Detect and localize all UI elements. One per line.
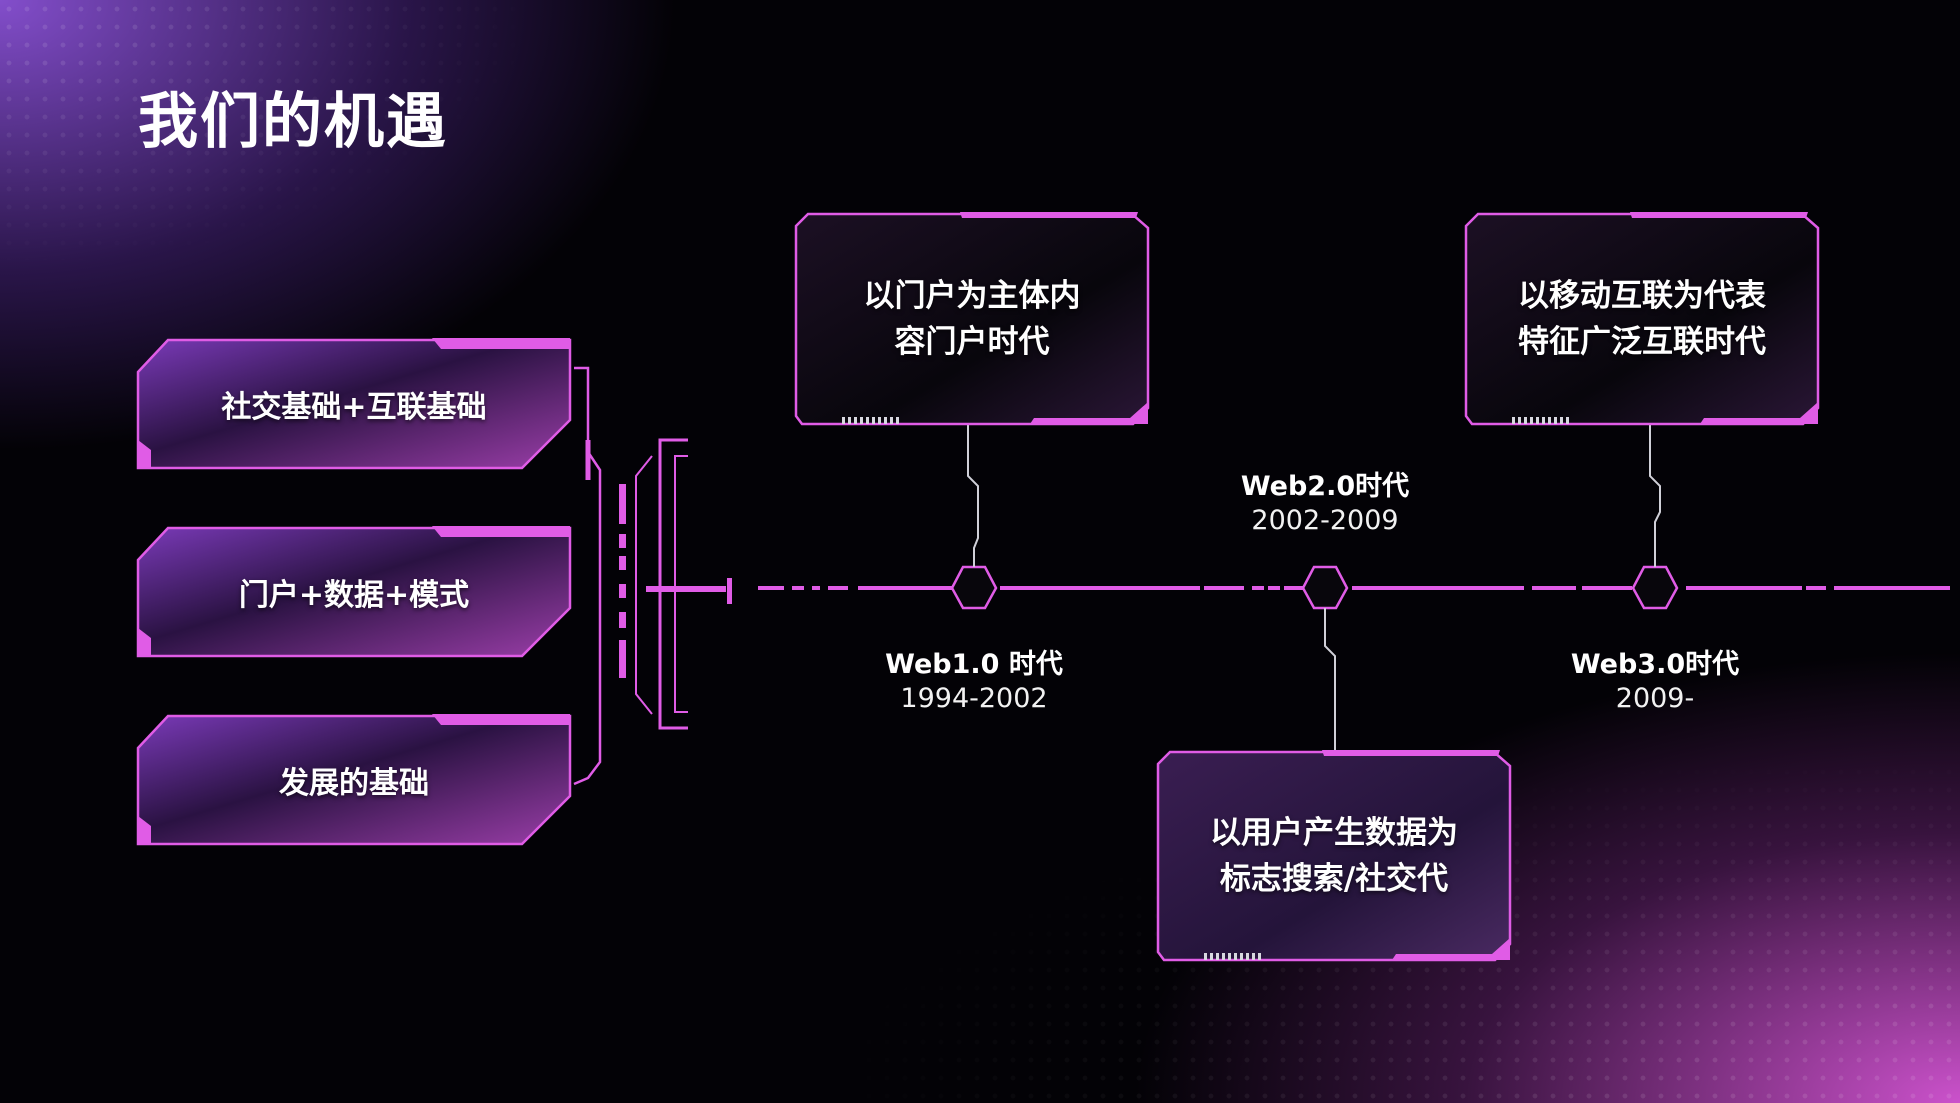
era-name: Web3.0时代 [1570,649,1740,680]
era-card-text-web3: 以移动互联为代表 特征广泛互联时代 [1466,214,1818,424]
era-desc-line: 特征广泛互联时代 [1518,324,1766,360]
left-card-3 [136,714,572,846]
left-card-label-1: 社交基础+互联基础 [221,390,487,425]
leader-lines [967,424,1661,752]
era-node-web1 [950,565,998,610]
era-card-web1 [794,212,1150,426]
era-years: 2009- [1615,683,1695,714]
era-years: 1994-2002 [900,683,1048,714]
era-years: 2002-2009 [1251,505,1399,536]
era-name: Web1.0 时代 [885,649,1063,680]
left-card-label-3: 发展的基础 [279,766,429,801]
era-card-text-web1: 以门户为主体内 容门户时代 [796,214,1148,424]
era-card-text-web2: 以用户产生数据为 标志搜索/社交代 [1158,752,1510,960]
connector-motif [619,438,732,730]
era-label-web2: Web2.0时代 2002-2009 [1205,470,1445,538]
era-desc-line: 标志搜索/社交代 [1219,861,1449,897]
left-card-label-2: 门户+数据+模式 [238,578,470,613]
left-card-2 [136,526,572,658]
era-desc-line: 容门户时代 [894,324,1050,360]
era-desc-line: 以移动互联为代表 [1518,278,1766,314]
era-node-web2 [1301,565,1349,610]
era-desc-line: 以用户产生数据为 [1210,815,1458,851]
era-node-web3 [1631,565,1679,610]
left-card-1 [136,338,572,470]
left-group-bracket [573,366,602,786]
page-title: 我们的机遇 [138,87,448,157]
timeline-axis [758,586,1950,590]
era-name: Web2.0时代 [1240,471,1410,502]
era-card-web3 [1464,212,1820,426]
era-label-web1: Web1.0 时代 1994-2002 [854,648,1094,716]
era-desc-line: 以门户为主体内 [863,278,1081,314]
era-card-web2 [1156,750,1512,962]
era-label-web3: Web3.0时代 2009- [1535,648,1775,716]
